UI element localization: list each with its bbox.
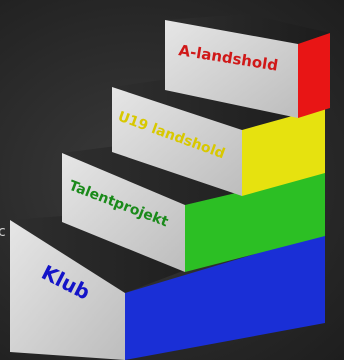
- step-klub-top: [10, 215, 230, 293]
- step-a-front: [165, 20, 298, 118]
- step-u19-front: [112, 87, 242, 196]
- edge-glyph: c: [0, 224, 6, 240]
- step-klub: Klub: [10, 215, 325, 360]
- step-u19-side: [242, 107, 325, 196]
- step-u19-landshold: U19 landshold: [112, 78, 325, 196]
- step-klub-side: [125, 233, 325, 360]
- step-a-landshold: A-landshold: [165, 14, 330, 118]
- step-a-side: [298, 33, 330, 118]
- step-a-top: [165, 14, 330, 44]
- step-u19-top: [112, 78, 325, 130]
- step-klub-front: [10, 220, 125, 360]
- step-talentprojekt-front: [62, 153, 185, 272]
- step-talentprojekt-side: [185, 172, 325, 272]
